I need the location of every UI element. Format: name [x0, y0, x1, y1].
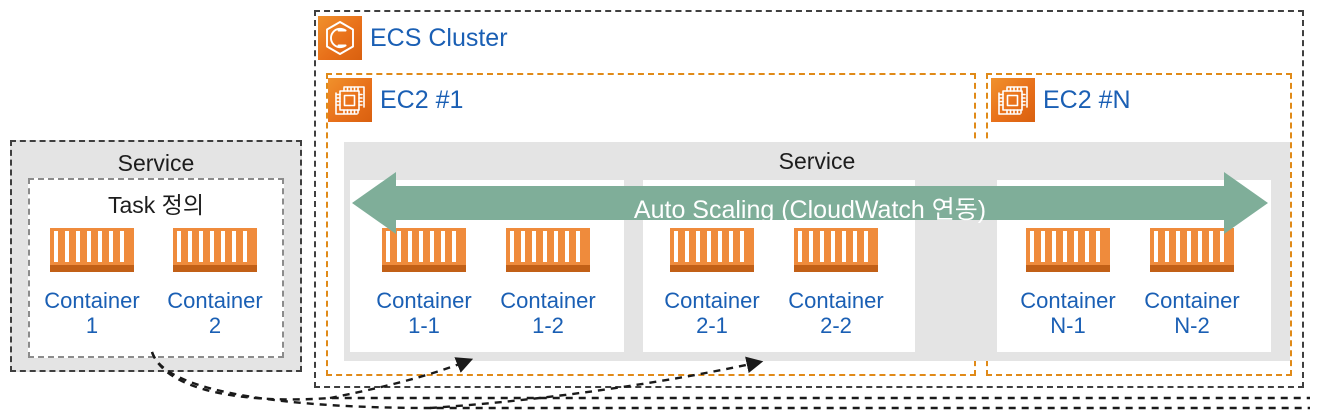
container-icon: [50, 228, 134, 272]
ecs-cluster-label: ECS Cluster: [370, 24, 508, 52]
container-icon: [1150, 228, 1234, 272]
container-caption: Container 1-2: [490, 288, 606, 338]
container-caption-line2: N-1: [1050, 313, 1086, 338]
container-caption-line1: Container: [788, 288, 884, 313]
container-icon: [173, 228, 257, 272]
container-caption: Container N-1: [1010, 288, 1126, 338]
container-caption-line2: 2: [208, 313, 222, 338]
container-caption-line2: 1-2: [532, 313, 564, 338]
container-caption-line2: 2-2: [820, 313, 852, 338]
container-caption-line1: Container: [500, 288, 596, 313]
auto-scaling-arrow: [352, 172, 1268, 234]
cluster-service-label: Service: [778, 148, 856, 174]
container-icon: [794, 228, 878, 272]
container-caption-line1: Container: [664, 288, 760, 313]
container-icon: [382, 228, 466, 272]
container-icon: [670, 228, 754, 272]
container-caption: Container 2-2: [778, 288, 894, 338]
container-caption-line2: 1: [85, 313, 99, 338]
task-definition-label: Task 정의: [107, 192, 204, 218]
container-caption: Container 1: [34, 288, 150, 338]
definition-service-label: Service: [117, 150, 195, 176]
container-caption: Container 2: [157, 288, 273, 338]
ec2-instance-icon: [991, 78, 1035, 122]
ecs-cluster-icon: [318, 16, 362, 60]
ec2-n-label: EC2 #N: [1043, 86, 1131, 114]
container-caption-line1: Container: [1144, 288, 1240, 313]
container-caption-line2: N-2: [1174, 313, 1210, 338]
container-caption-line1: Container: [376, 288, 472, 313]
container-caption: Container N-2: [1134, 288, 1250, 338]
container-caption-line1: Container: [44, 288, 140, 313]
ec2-1-label: EC2 #1: [380, 86, 464, 114]
container-icon: [506, 228, 590, 272]
ec2-instance-icon: [328, 78, 372, 122]
container-caption-line1: Container: [1020, 288, 1116, 313]
container-icon: [1026, 228, 1110, 272]
container-caption-line2: 1-1: [408, 313, 440, 338]
container-caption: Container 1-1: [366, 288, 482, 338]
container-caption: Container 2-1: [654, 288, 770, 338]
container-caption-line2: 2-1: [696, 313, 728, 338]
container-caption-line1: Container: [167, 288, 263, 313]
